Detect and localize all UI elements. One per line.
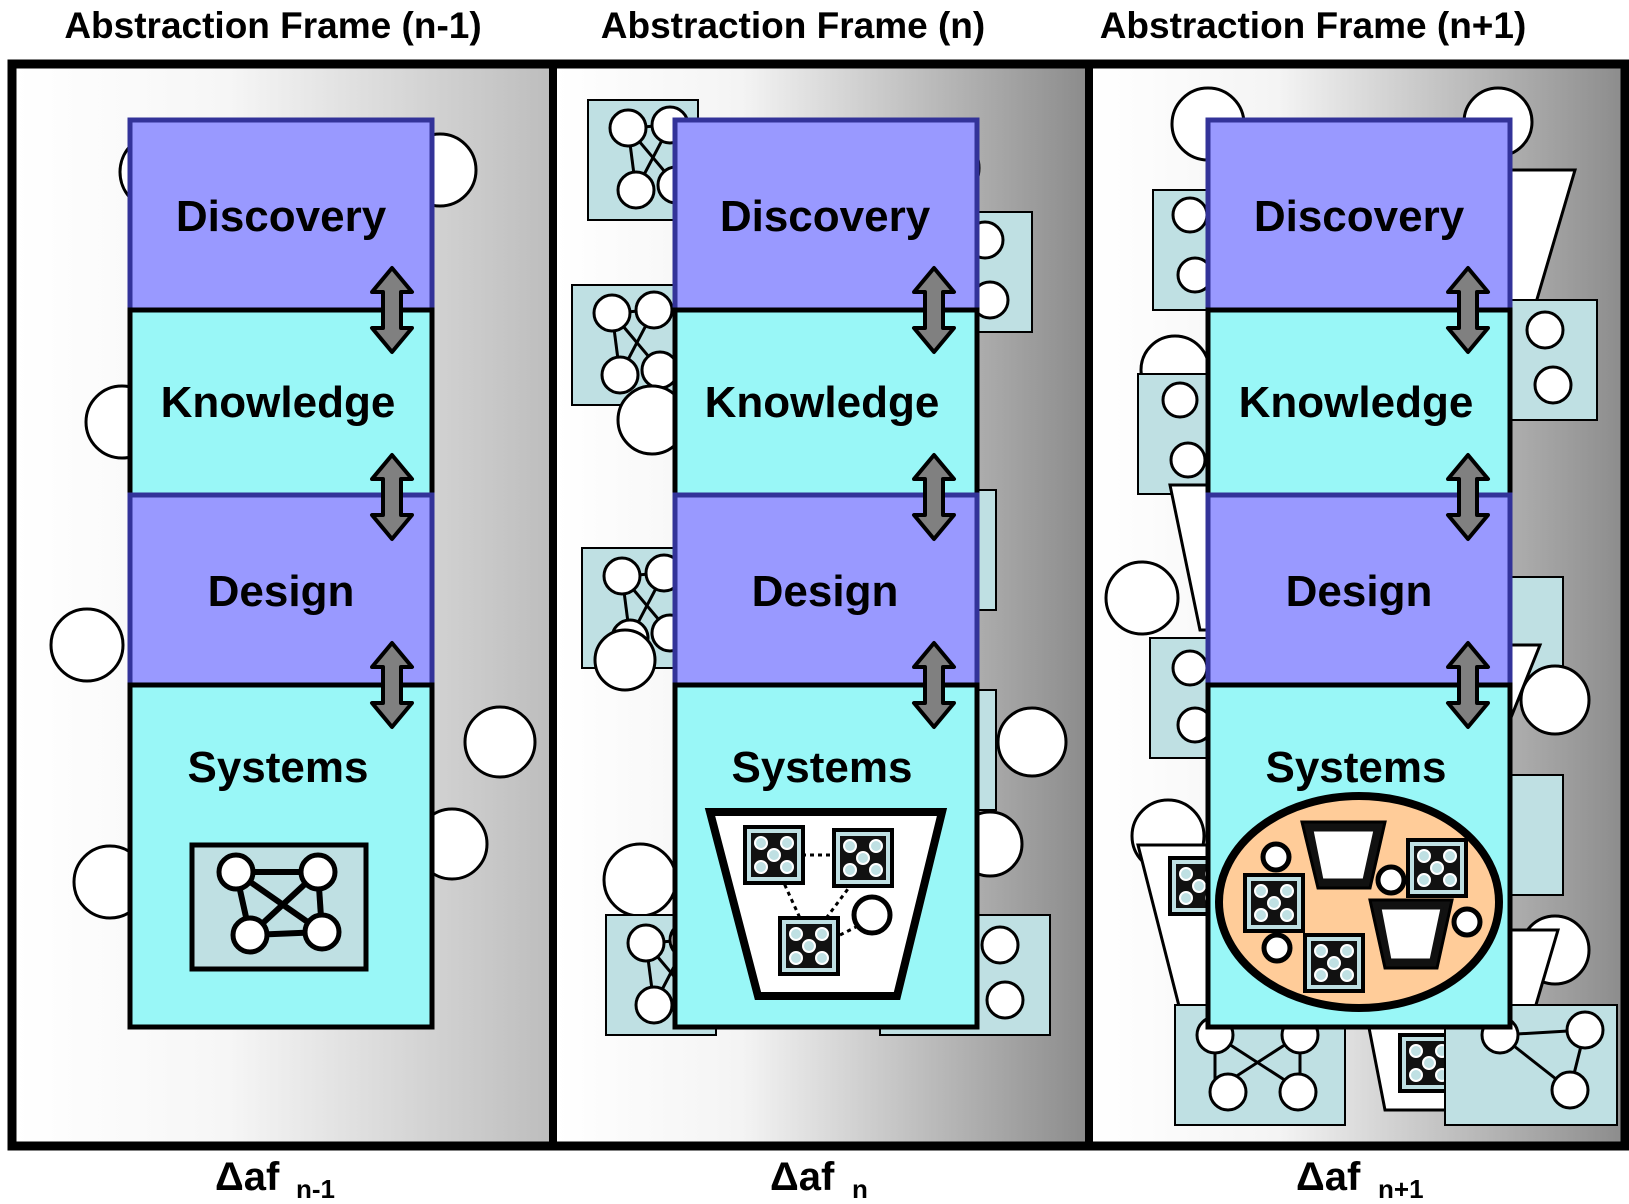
footer-sub-n-minus-1: n-1 bbox=[296, 1174, 335, 1204]
network-icon bbox=[189, 842, 369, 972]
layer-label-discovery: Discovery bbox=[176, 192, 387, 241]
node-circle-icon bbox=[996, 706, 1068, 778]
layer-label-design: Design bbox=[1286, 567, 1433, 616]
node-circle-icon bbox=[463, 705, 537, 779]
node-circle-icon bbox=[1519, 664, 1591, 736]
layer-stack-frame-1: Discovery Knowledge Design Systems bbox=[127, 117, 435, 1030]
footer-delta-n-plus-1: Δaf bbox=[1296, 1155, 1361, 1199]
footer-sub-n: n bbox=[852, 1174, 868, 1204]
footer-delta-n: Δaf bbox=[770, 1155, 835, 1199]
layer-label-discovery: Discovery bbox=[1254, 192, 1465, 241]
frame-title-n: Abstraction Frame (n) bbox=[601, 5, 985, 46]
frame-title-n-plus-1: Abstraction Frame (n+1) bbox=[1100, 5, 1527, 46]
layer-label-systems: Systems bbox=[731, 743, 912, 792]
footer-delta-n-minus-1: Δaf bbox=[215, 1155, 280, 1199]
layer-label-systems: Systems bbox=[187, 743, 368, 792]
layer-label-discovery: Discovery bbox=[720, 192, 931, 241]
layer-stack-frame-3: Discovery Knowledge Design Systems bbox=[1205, 117, 1513, 1030]
network-icon bbox=[570, 283, 684, 407]
footer-sub-n-plus-1: n+1 bbox=[1378, 1174, 1424, 1204]
layer-label-design: Design bbox=[752, 567, 899, 616]
node-circle-icon bbox=[49, 607, 125, 683]
trapezoid-system-icon bbox=[704, 808, 948, 1000]
layer-label-systems: Systems bbox=[1265, 743, 1446, 792]
layer-label-design: Design bbox=[208, 567, 355, 616]
layer-label-knowledge: Knowledge bbox=[705, 378, 940, 427]
ellipse-cluster-icon bbox=[1215, 792, 1503, 1012]
node-circle-icon bbox=[602, 842, 678, 918]
node-circle-icon bbox=[593, 628, 657, 692]
layer-stack-frame-2: Discovery Knowledge Design Systems bbox=[672, 117, 980, 1030]
node-circle-icon bbox=[1104, 560, 1180, 636]
layer-label-knowledge: Knowledge bbox=[161, 378, 396, 427]
frame-title-n-minus-1: Abstraction Frame (n-1) bbox=[64, 5, 481, 46]
layer-label-knowledge: Knowledge bbox=[1239, 378, 1474, 427]
